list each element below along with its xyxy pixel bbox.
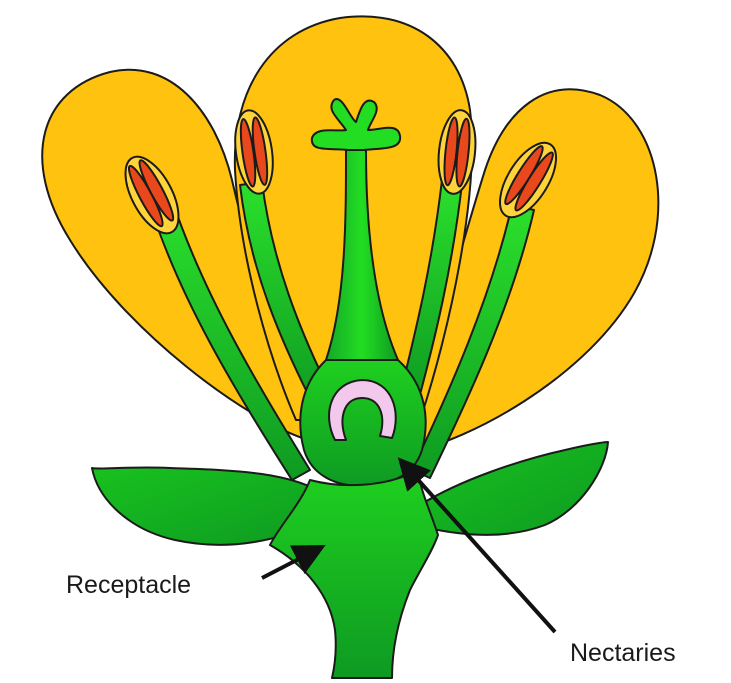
receptacle-label: Receptacle: [66, 571, 191, 599]
nectaries-label: Nectaries: [570, 639, 676, 667]
sepal-right: [420, 442, 608, 535]
